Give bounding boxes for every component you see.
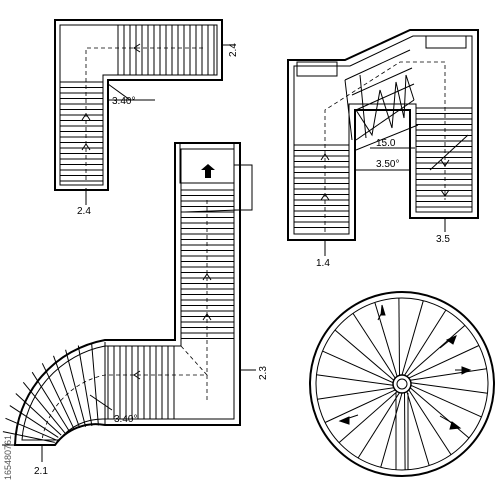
tread-line (9, 405, 59, 438)
spiral-treads (316, 298, 488, 470)
tread-line (91, 342, 99, 426)
tread-line (406, 391, 430, 466)
tread-line (316, 374, 394, 386)
curved-stair-right-label: 2.3 (258, 366, 269, 380)
spiral-center-post (392, 374, 412, 394)
spiral-stair-plan (309, 291, 495, 477)
spiral-arrow-4-icon (338, 414, 359, 425)
curved-stair-curve-treads (2, 342, 106, 446)
l-stair-upper-treads (117, 25, 215, 75)
curved-stair-angle-label: 3.40° (114, 414, 137, 425)
curved-stair-vertical-treads (181, 189, 234, 339)
tread-line (41, 363, 75, 430)
tread-line (322, 350, 394, 384)
tread-line (357, 392, 400, 459)
tread-line (324, 389, 396, 423)
tread-line (22, 381, 66, 434)
tread-line (334, 329, 395, 381)
tread-line (380, 392, 403, 468)
tread-line (65, 349, 87, 427)
winder-stair-plan: 15.0 3.50° 1.4 3.5 (287, 29, 479, 269)
tread-line (352, 313, 396, 379)
l-stair-bottom-label: 2.4 (77, 206, 91, 217)
tread-line (408, 389, 452, 455)
tread-line (317, 387, 394, 400)
winder-right-label: 3.5 (436, 234, 450, 245)
tread-line (338, 391, 398, 443)
curved-stair-bottom-label: 2.1 (34, 466, 48, 477)
tread-line (15, 393, 62, 436)
spiral-arrow-1-icon (377, 304, 386, 321)
l-stair-plan: 3.40° 2.4 2.4 (54, 19, 239, 217)
winder-right-treads (416, 107, 472, 208)
tread-line (410, 382, 488, 394)
spiral-arrow-2-icon (439, 335, 457, 349)
winder-diagonal-treads (344, 49, 415, 141)
tread-line (410, 368, 487, 381)
tread-line (404, 309, 447, 376)
spiral-arrow-5-icon (439, 415, 462, 430)
curved-stair-horizontal-treads (107, 346, 175, 419)
l-stair-angle-label: 3.40° (112, 96, 135, 107)
curved-stair-plan: 3.40° 2.1 2.3 (2, 142, 269, 477)
tread-line (2, 431, 55, 443)
tread-line (31, 371, 70, 432)
tread-line (398, 298, 400, 376)
tread-line (5, 417, 57, 441)
watermark-id: 165480761 (3, 435, 13, 480)
winder-left-label: 1.4 (316, 258, 330, 269)
winder-left-treads (294, 144, 349, 228)
tread-line (77, 345, 93, 426)
tread-line (401, 300, 424, 376)
tread-line (410, 384, 482, 418)
tread-line (374, 302, 398, 377)
tread-line (406, 325, 466, 377)
l-stair-right-label: 2.4 (228, 43, 239, 57)
tread-line (404, 392, 406, 470)
up-arrow-icon (201, 164, 215, 178)
winder-length-label: 15.0 (376, 138, 396, 149)
tread-line (408, 345, 480, 379)
l-stair-lower-treads (60, 81, 103, 182)
tread-line (53, 355, 81, 429)
spiral-arrow-3-icon (455, 366, 472, 375)
winder-angle-label: 3.50° (376, 159, 399, 170)
tread-line (409, 387, 470, 439)
